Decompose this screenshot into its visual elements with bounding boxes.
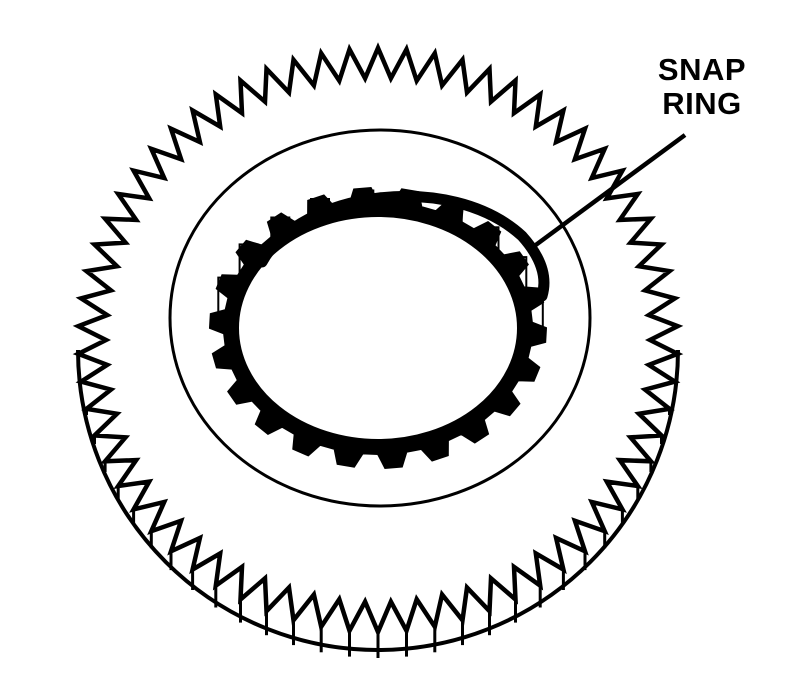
- snap-ring-label-line2: RING: [662, 86, 742, 121]
- leader-line: [531, 133, 687, 249]
- gear-side-teeth: [76, 349, 680, 658]
- bore-opening: [237, 215, 519, 441]
- snap-ring: [256, 190, 550, 302]
- snap-ring-label-line1: SNAP: [657, 52, 747, 87]
- gear-bottom-edge: [76, 349, 680, 652]
